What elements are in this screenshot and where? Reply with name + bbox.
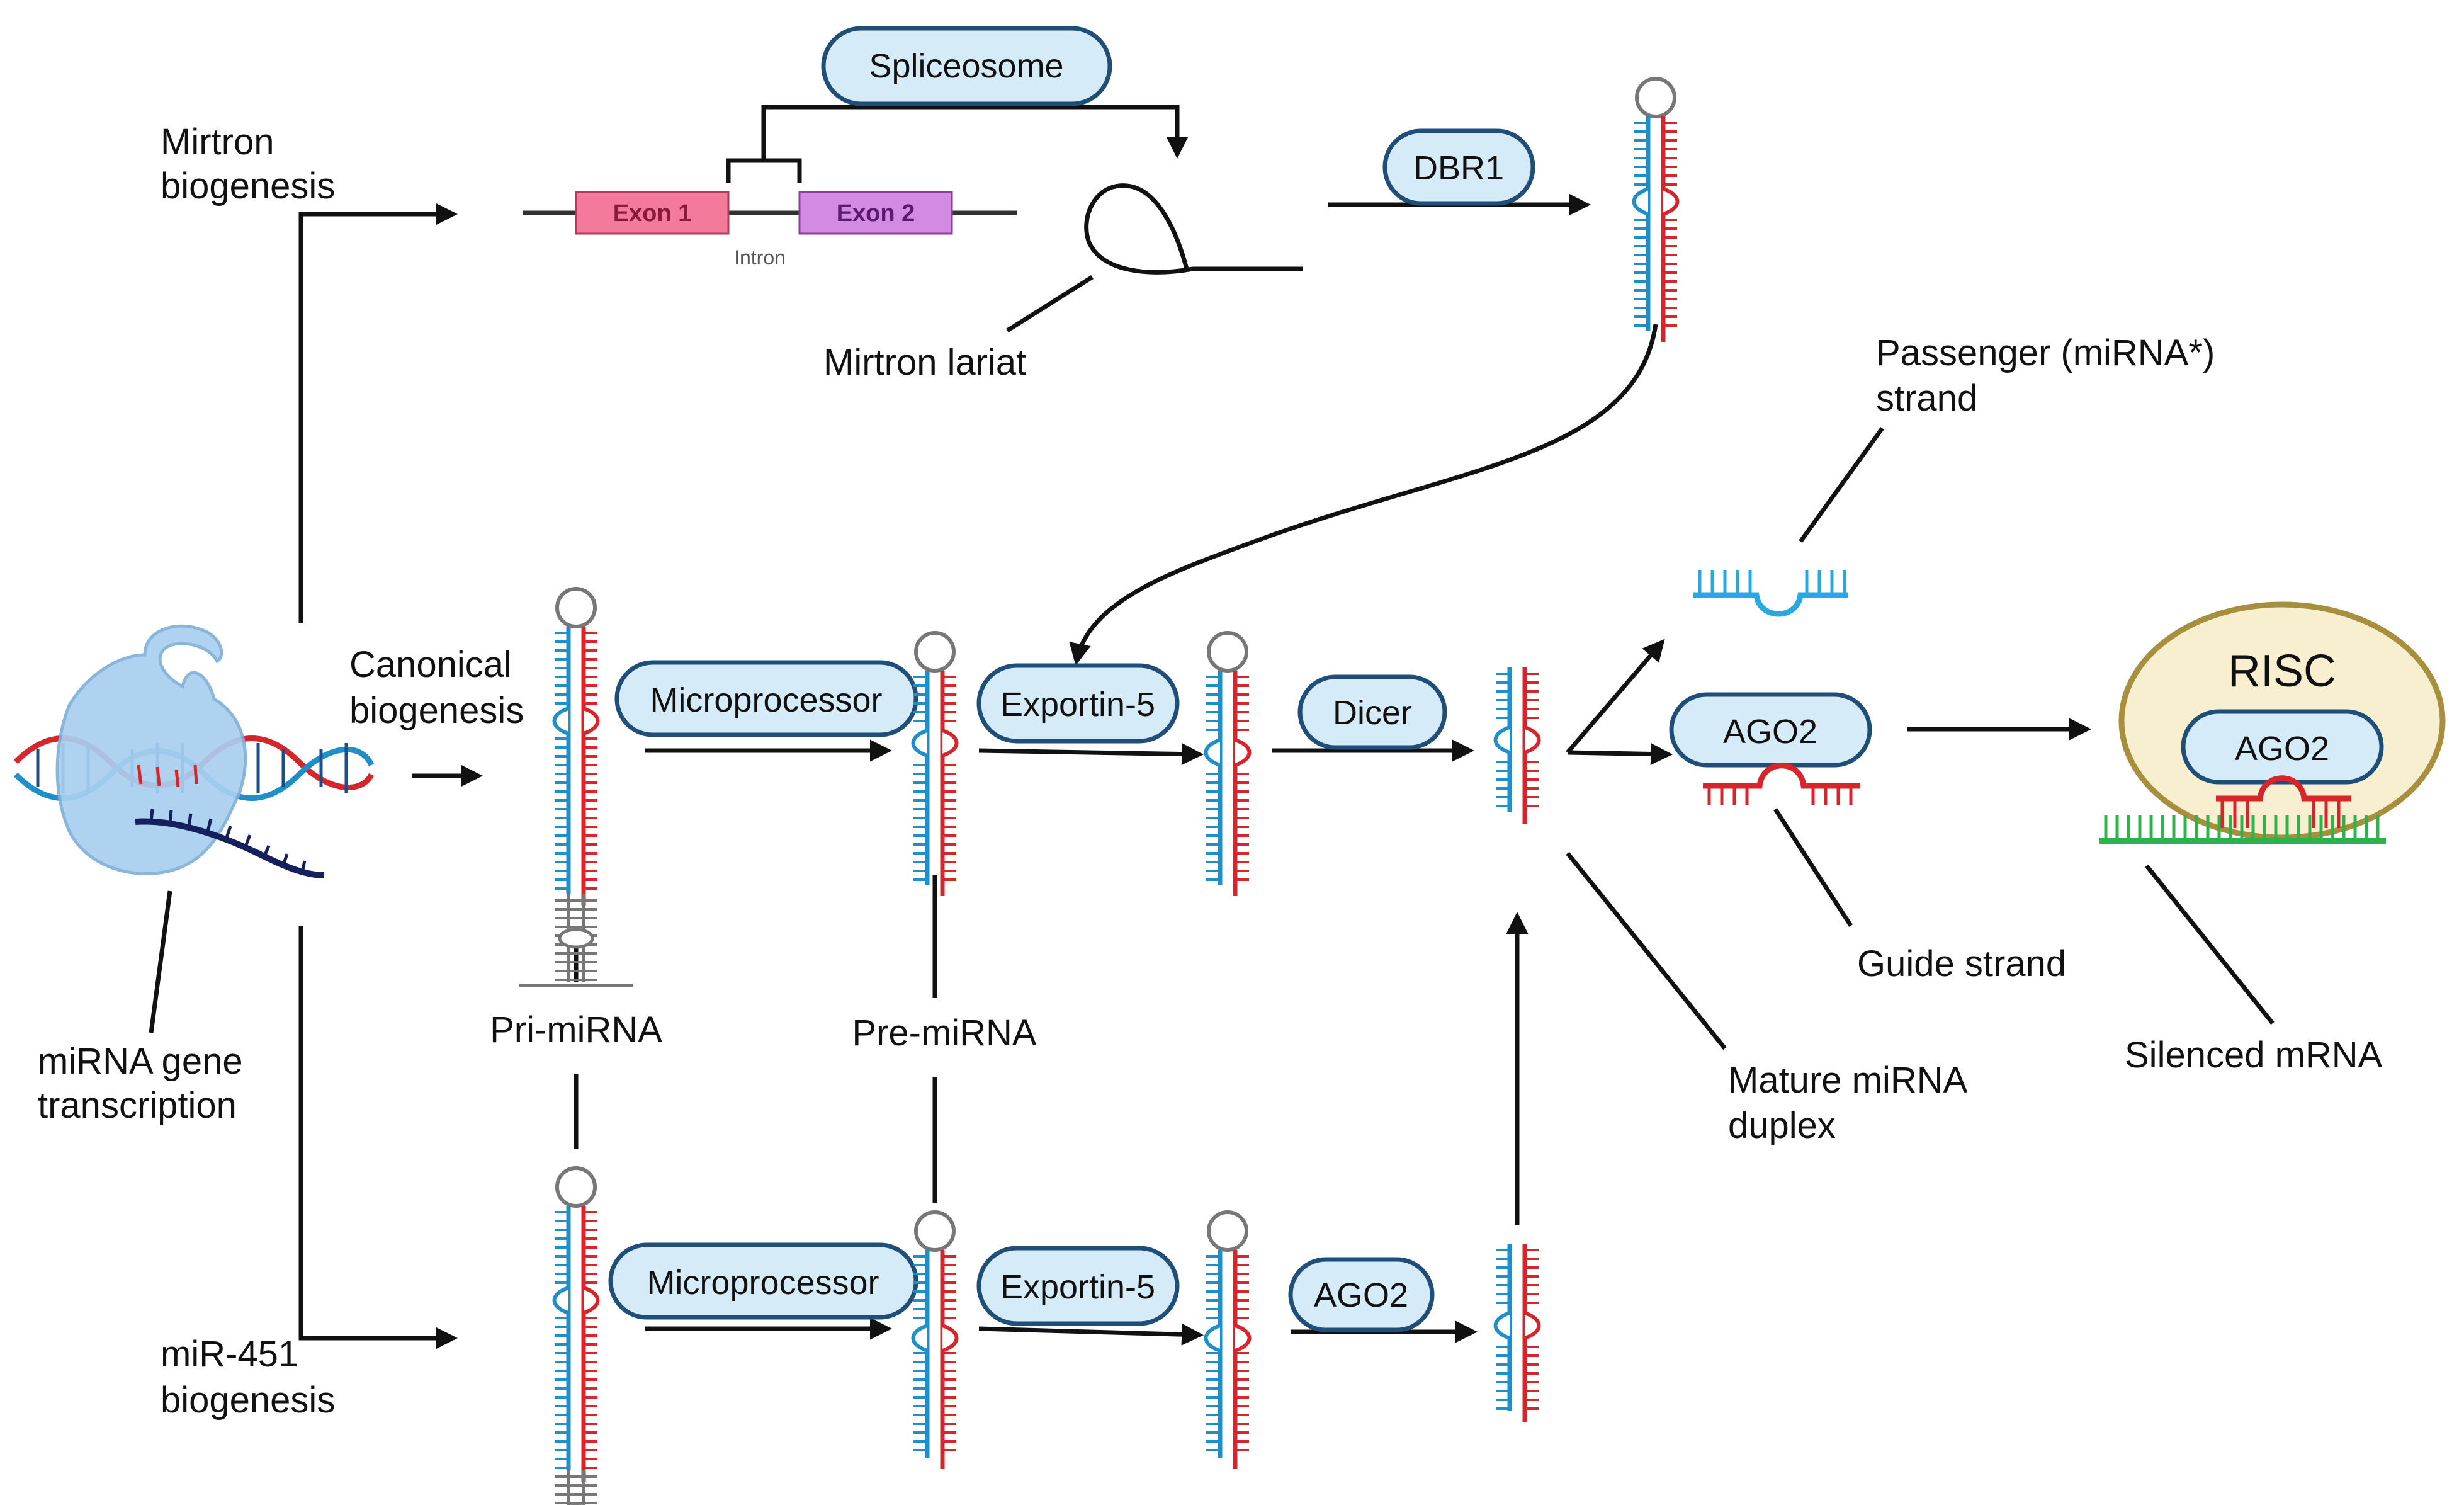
mir451-branch-arrow — [298, 926, 458, 1349]
gene-exon-intron-graphic: Exon 1 Exon 2 Intron — [523, 158, 1017, 269]
passenger-strand-graphic — [1693, 570, 1848, 617]
dbr1-pill: DBR1 — [1382, 128, 1535, 206]
mrna-leader-line — [2145, 864, 2275, 1025]
guide-arrow — [1567, 742, 1673, 765]
passenger-arrow — [1566, 639, 1665, 754]
hairpin-pri-mir451 — [552, 1166, 600, 1505]
mirtron-branch-arrow — [298, 203, 458, 623]
pri-mirna-label: Pri-miRNA — [490, 1009, 662, 1050]
mirtron-lariat-graphic — [1084, 183, 1303, 275]
risc-complex: RISC AGO2 — [2118, 601, 2446, 841]
svg-text:Exportin-5: Exportin-5 — [1000, 1268, 1155, 1306]
svg-text:Dicer: Dicer — [1333, 694, 1412, 732]
mirtron-lariat-label: Mirtron lariat — [823, 342, 1026, 383]
silenced-mrna-label: Silenced mRNA — [2125, 1035, 2383, 1076]
spliceosome-arrow — [761, 105, 1189, 161]
svg-text:AGO2: AGO2 — [2235, 730, 2329, 768]
exportin5-pill-canonical: Exportin-5 — [976, 663, 1180, 744]
ago2-pill-mir451: AGO2 — [1288, 1257, 1435, 1332]
spliceosome-pill: Spliceosome — [821, 26, 1112, 106]
microprocessor-pill-mir451: Microprocessor — [608, 1242, 918, 1320]
microprocessor-pill-canonical: Microprocessor — [614, 660, 918, 737]
passenger-leader-line — [1799, 426, 1884, 543]
guide-strand-label: Guide strand — [1857, 943, 2066, 984]
mir451-biogenesis-label: miR-451 biogenesis — [161, 1334, 335, 1421]
exon2-box — [798, 191, 953, 235]
hairpins-group — [519, 77, 1680, 1505]
mirtron-to-export-arrow — [1069, 324, 1658, 666]
polymerase-dna-graphic — [13, 624, 375, 878]
transcription-leader-line — [149, 890, 172, 1033]
exon1-label: Exon 1 — [613, 200, 692, 227]
exon2-label: Exon 2 — [837, 200, 915, 227]
pre-mirna-label: Pre-miRNA — [852, 1013, 1037, 1054]
ago2-pill-risc: AGO2 — [2181, 709, 2384, 785]
svg-text:Microprocessor: Microprocessor — [650, 681, 882, 719]
svg-text:Microprocessor: Microprocessor — [647, 1264, 879, 1302]
exon1-box — [575, 191, 730, 235]
hairpin-pre-mir451 — [911, 1210, 959, 1469]
ago2-pill-guide: AGO2 — [1669, 692, 1872, 768]
intron-label: Intron — [734, 246, 786, 269]
svg-text:AGO2: AGO2 — [1314, 1276, 1408, 1314]
silenced-mrna-graphic — [2099, 815, 2386, 844]
svg-text:Exportin-5: Exportin-5 — [1000, 686, 1155, 724]
risc-label: RISC — [2228, 646, 2336, 696]
hairpin-pre-canonical — [911, 631, 959, 896]
duplex-leader-line — [1566, 851, 1727, 1050]
exportin5-pill-mir451: Exportin-5 — [976, 1246, 1180, 1326]
lariat-leader-line — [1006, 275, 1094, 332]
passenger-strand-label: Passenger (miRNA*) strand — [1876, 332, 2225, 419]
guide-leader-line — [1773, 808, 1853, 927]
hairpin-duplex-canonical — [1493, 667, 1541, 824]
canonical-biogenesis-label: Canonical biogenesis — [349, 644, 524, 731]
dicer-pill: Dicer — [1297, 674, 1447, 750]
hairpin-exported-canonical — [1204, 631, 1252, 896]
hairpin-pri-canonical — [519, 587, 633, 987]
svg-text:Spliceosome: Spliceosome — [869, 47, 1063, 85]
mature-duplex-label: Mature miRNA duplex — [1728, 1060, 1975, 1146]
canonical-arrows — [645, 739, 1474, 766]
guide-strand-graphic — [1703, 763, 1860, 805]
hairpin-mirtron — [1632, 77, 1680, 342]
svg-text:AGO2: AGO2 — [1723, 713, 1817, 751]
hairpin-duplex-mir451 — [1493, 1244, 1541, 1422]
svg-text:DBR1: DBR1 — [1413, 149, 1504, 187]
mirtron-biogenesis-label: Mirtron biogenesis — [161, 122, 335, 207]
hairpin-exported-mir451 — [1204, 1210, 1252, 1469]
mirna-gene-transcription-label: miRNA gene transcription — [38, 1041, 253, 1126]
